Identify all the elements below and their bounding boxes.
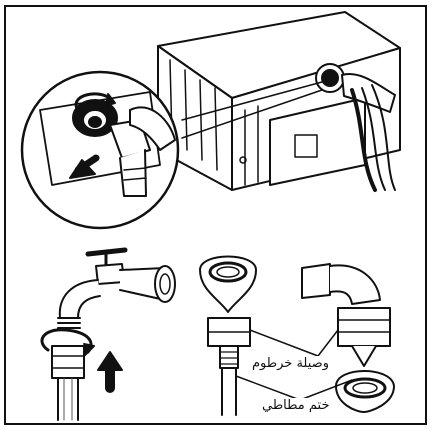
detail-magnifier (22, 72, 178, 228)
faucet-assembly (42, 250, 175, 420)
hose-connector-label: وصيلة خرطوم (252, 356, 329, 371)
rubber-washer-label: ختم مطاطي (262, 398, 330, 413)
hose-connectors (200, 257, 394, 416)
washing-machine (158, 12, 400, 190)
